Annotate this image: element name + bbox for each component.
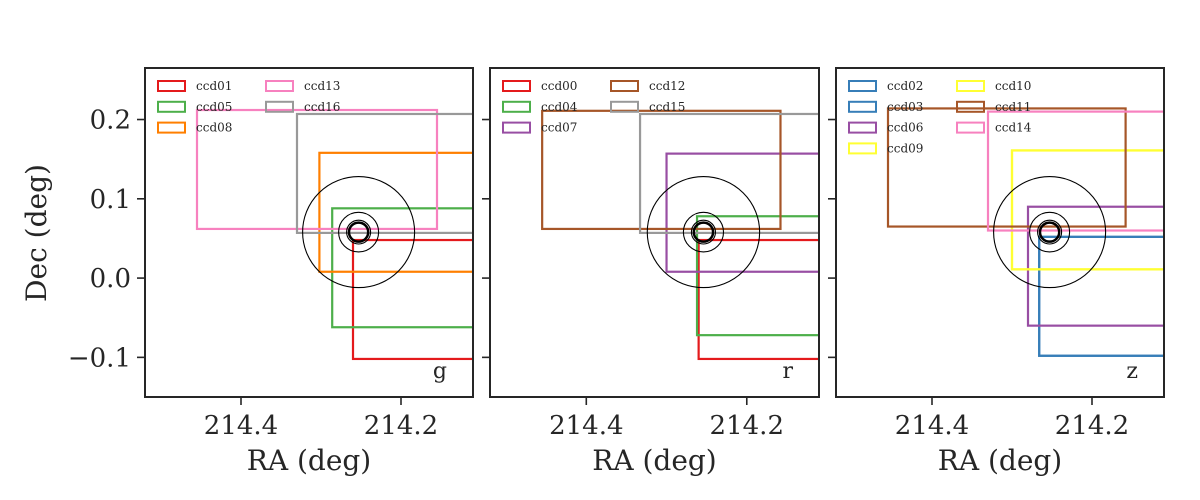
panel-frame	[489, 67, 820, 398]
x-axis-label: RA (deg)	[247, 444, 371, 477]
ccd05-legend-swatch	[157, 100, 186, 113]
panel-z: 214.4 214.2RA (deg) z ccd02 ccd03 ccd06 ccd09 c…	[828, 67, 1165, 477]
plot-area	[541, 109, 819, 361]
aperture-circle-1	[302, 176, 416, 289]
ccd02-legend-label: ccd02	[887, 79, 923, 93]
panel-frame	[835, 67, 1165, 398]
aperture-circle-3	[1037, 219, 1063, 245]
x-tick-label: 214.4	[549, 411, 623, 441]
aperture-circle-4	[347, 221, 370, 243]
ccd11-legend-label: ccd11	[995, 100, 1031, 114]
ccd06-legend-swatch	[848, 121, 877, 134]
ccd04-legend-label: ccd04	[541, 100, 578, 114]
panel-label: r	[782, 359, 793, 384]
ccd10-legend-swatch	[956, 80, 985, 92]
aperture-circle-1	[993, 176, 1107, 289]
ccd06-legend-label: ccd06	[887, 121, 923, 135]
panel-label: z	[1126, 359, 1138, 384]
ccd01-footprint	[351, 238, 473, 361]
panel-frame	[144, 67, 474, 398]
aperture-circle-4	[692, 221, 715, 243]
panel-label: g	[433, 359, 447, 384]
ccd12-legend-label: ccd12	[649, 79, 685, 93]
ccd13-legend-label: ccd13	[304, 79, 340, 93]
ccd15-legend-swatch	[610, 100, 639, 113]
aperture-circle-2	[1029, 211, 1071, 253]
ccd03-legend-swatch	[848, 100, 877, 113]
y-axis-label: Dec (deg)	[20, 164, 53, 302]
x-tick-label: 214.4	[204, 411, 278, 441]
ccd02-footprint	[1038, 235, 1164, 357]
ccd16-legend-swatch	[265, 100, 294, 113]
ccd14-legend-swatch	[956, 121, 985, 134]
ccd02-legend-swatch	[848, 80, 877, 92]
ccd15-legend-label: ccd15	[649, 100, 685, 114]
ccd01-legend-label: ccd01	[196, 79, 232, 93]
y-tick-label: 0.1	[90, 185, 131, 215]
ccd12-legend-swatch	[610, 80, 639, 92]
ccd16-footprint	[295, 112, 473, 234]
ccd09-legend-swatch	[848, 142, 877, 155]
ccd04-legend-swatch	[502, 100, 531, 113]
aperture-circle-2	[338, 211, 380, 253]
panel-g: 214.4 214.2 0.2 0.1 0.0 −0.1 RA (deg) g ccd01 ccd…	[68, 67, 474, 477]
ccd07-legend-swatch	[502, 121, 531, 134]
ccd03-footprint	[1038, 235, 1164, 357]
ccd03-legend-label: ccd03	[887, 100, 923, 114]
ccd13-legend-swatch	[265, 80, 294, 92]
ccd11-footprint	[886, 107, 1127, 228]
x-tick-label: 214.2	[364, 411, 438, 441]
ccd11-legend-swatch	[956, 100, 985, 113]
ccd05-footprint	[331, 207, 473, 329]
ccd10-footprint	[1010, 149, 1164, 271]
panel-r: 214.4 214.2RA (deg) r ccd00 ccd04 ccd07 ccd12 c…	[482, 67, 820, 477]
x-axis-label: RA (deg)	[592, 444, 716, 477]
aperture-circle-3	[690, 219, 717, 245]
ccd14-legend-label: ccd14	[995, 121, 1032, 135]
x-tick-label: 214.2	[1055, 411, 1129, 441]
ccd07-footprint	[665, 152, 819, 273]
ccd09-footprint	[1010, 149, 1164, 271]
ccd00-legend-swatch	[502, 80, 531, 92]
x-axis-label: RA (deg)	[938, 444, 1062, 477]
ccd04-footprint	[695, 215, 819, 337]
ccd07-legend-label: ccd07	[541, 121, 577, 135]
ccd06-footprint	[1026, 205, 1164, 327]
plot-area	[195, 108, 473, 361]
x-tick-label: 214.4	[895, 411, 969, 441]
ccd09-legend-label: ccd09	[887, 141, 923, 155]
aperture-circle-4	[1038, 221, 1061, 243]
y-tick-label: 0.2	[90, 106, 131, 136]
aperture-circle-1	[646, 176, 761, 289]
y-tick-label: 0.0	[90, 264, 131, 294]
y-tick-label: −0.1	[68, 343, 131, 373]
aperture-circle-2	[682, 211, 725, 253]
ccd12-footprint	[541, 109, 782, 231]
ccd16-legend-label: ccd16	[304, 100, 340, 114]
ccd01-legend-swatch	[157, 80, 186, 92]
ccd13-footprint	[195, 108, 439, 231]
plot-area	[886, 107, 1164, 357]
ccd08-legend-swatch	[157, 121, 186, 134]
ccd14-footprint	[986, 110, 1164, 232]
x-tick-label: 214.2	[710, 411, 784, 441]
aperture-circle-3	[346, 219, 372, 245]
ccd00-legend-label: ccd00	[541, 79, 577, 93]
ccd08-legend-label: ccd08	[196, 121, 232, 135]
ccd08-footprint	[318, 151, 473, 273]
ccd15-footprint	[638, 112, 819, 234]
ccd00-footprint	[697, 238, 819, 361]
ccd05-legend-label: ccd05	[196, 100, 232, 114]
ccd10-legend-label: ccd10	[995, 79, 1031, 93]
